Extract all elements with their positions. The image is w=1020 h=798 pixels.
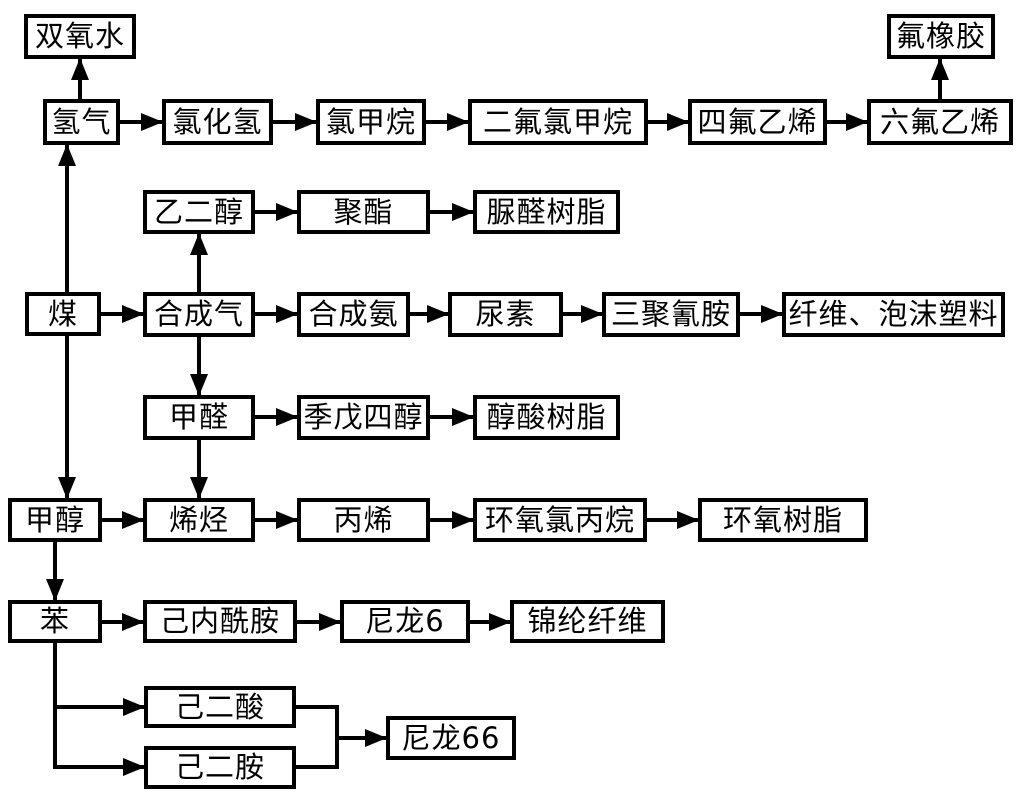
node-melamine: 三聚氰胺	[602, 292, 740, 337]
node-ethylene-glycol: 乙二醇	[143, 190, 255, 234]
node-nylon-6: 尼龙6	[340, 600, 470, 643]
node-formaldehyde: 甲醛	[143, 395, 255, 440]
node-hydrogen-chloride: 氯化氢	[162, 99, 273, 145]
node-hexafluoroethylene: 六氟乙烯	[867, 99, 1013, 145]
node-propylene: 丙烯	[297, 498, 430, 542]
edge-adipic-acid-to-merge-junction	[296, 705, 339, 738]
node-adipic-acid: 己二酸	[144, 686, 296, 728]
edge-benzene-to-adipic-acid	[53, 643, 145, 716]
node-synthetic-ammonia: 合成氨	[297, 292, 410, 337]
node-hexamethylenediamine: 己二胺	[144, 746, 296, 789]
node-epichlorohydrin: 环氧氯丙烷	[473, 498, 647, 542]
node-coal: 煤	[25, 292, 101, 336]
edge-benzene-to-hexamethylenediamine	[53, 707, 145, 776]
node-caprolactam: 己内酰胺	[143, 600, 297, 643]
node-urea: 尿素	[448, 292, 563, 337]
node-alkyd-resin: 醇酸树脂	[473, 395, 620, 440]
node-pentaerythritol: 季戊四醇	[297, 395, 430, 440]
node-polyester: 聚酯	[297, 190, 430, 234]
node-methanol: 甲醇	[8, 498, 102, 542]
node-chloromethane: 氯甲烷	[316, 99, 426, 145]
node-hydrogen-peroxide: 双氧水	[24, 14, 136, 59]
node-difluorochloromethane: 二氟氯甲烷	[468, 99, 648, 145]
node-nylon-66: 尼龙66	[386, 716, 516, 760]
node-urea-formaldehyde-resin: 脲醛树脂	[473, 190, 620, 234]
node-fluororubber: 氟橡胶	[887, 14, 995, 59]
node-syngas: 合成气	[143, 292, 255, 337]
node-epoxy-resin: 环氧树脂	[698, 498, 868, 542]
node-fiber-foam-plastics: 纤维、泡沫塑料	[782, 292, 1005, 337]
edge-hexamethylenediamine-to-merge-junction	[296, 738, 339, 769]
node-polyamide-fiber: 锦纶纤维	[510, 600, 665, 643]
node-benzene: 苯	[8, 600, 102, 643]
node-hydrogen-gas: 氢气	[43, 99, 120, 145]
node-tetrafluoroethylene: 四氟乙烯	[688, 99, 827, 145]
node-olefins: 烯烃	[143, 498, 255, 542]
